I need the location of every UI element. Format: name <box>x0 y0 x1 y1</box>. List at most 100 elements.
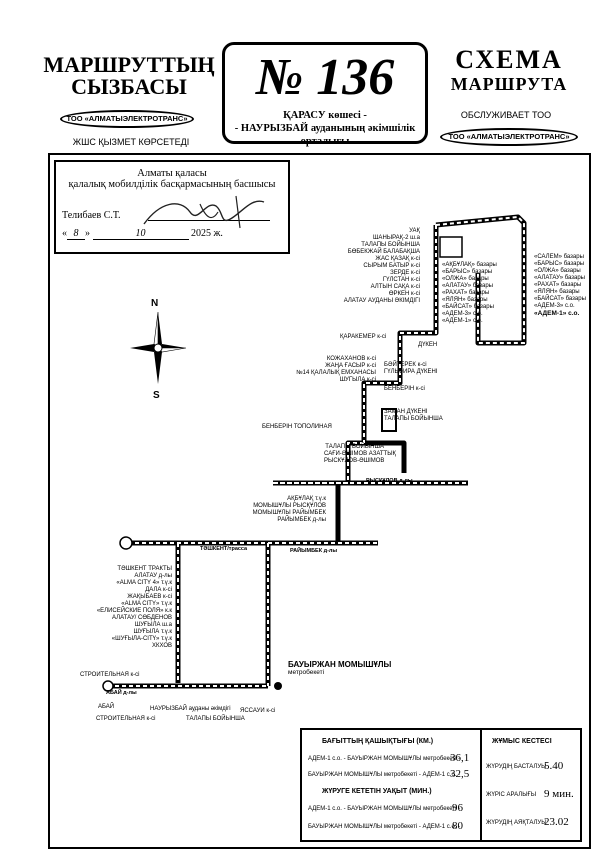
time-row-value: 96 <box>452 802 463 814</box>
time-title: ЖҮРУГЕ КЕТЕТІН УАҚЫТ (МИН.) <box>322 788 432 795</box>
stop-label: ТАЛАПЫ БОЙЫНША <box>325 444 384 450</box>
street-label: РЫСКҰЛОВ д-лы <box>366 478 413 484</box>
stop-label: «ОЛЖА» базары <box>534 268 581 274</box>
time-row-label: БАУЫРЖАН МОМЫШҰЛЫ метробекеті - АДЕМ-1 с… <box>308 824 461 830</box>
route-number: № 136 <box>255 49 395 106</box>
stops-left-list: ТӘШКЕНТ ТРАКТЫ АЛАТАУ д-лы «ALMA CITY 4»… <box>76 566 172 650</box>
stop-label: ЗЕРДЕ к-сі <box>390 270 420 276</box>
stop-label: ШУҒЫЛА ш.а <box>134 622 172 628</box>
route-info-box: БАҒЫТТЫҢ ҚАШЫҚТЫҒЫ (КМ.) АДЕМ-1 с.о. - Б… <box>300 728 582 842</box>
stop-label: ЖАҚЫБАЕВ к-сі <box>127 594 172 600</box>
stop-label: «БАРЫС» базары <box>534 261 585 267</box>
stop-label: ТАЛАПЫ БОЙЫНША <box>361 242 420 248</box>
approval-year: 2025 ж. <box>191 228 223 239</box>
stop-label: АЛАТАУ д-лы <box>134 573 172 579</box>
stops-center-bottom: АҚБҰЛАҚ т.ү.к МОМЫШҰЛЫ РЫСҚҰЛОВ МОМЫШҰЛЫ… <box>236 496 326 524</box>
route-map <box>102 214 527 692</box>
stop-label: «ЯЛЯН» базары <box>534 289 580 295</box>
stop-label: ДАЛА к-сі <box>145 587 172 593</box>
distance-row-label: БАУЫРЖАН МОМЫШҰЛЫ метробекеті - АДЕМ-1 с… <box>308 772 461 778</box>
distance-row-label: АДЕМ-1 с.о. - БАУЫРЖАН МОМЫШҰЛЫ метробек… <box>308 756 461 762</box>
serves-label-left: ЖШС ҚЫЗМЕТ КӨРСЕТЕДІ <box>72 137 190 147</box>
map-frame <box>48 153 591 849</box>
compass-south-label: S <box>153 390 160 401</box>
operator-badge-right: ТОО «АЛМАТЫЭЛЕКТРОТРАНС» <box>440 128 578 146</box>
signature-line <box>148 220 270 221</box>
stop-label: ТАЛАПЫ БОЙЫНША <box>186 716 245 722</box>
stop-label: «ALMA CITY 4» т.ү.к <box>116 580 172 586</box>
stop-label: АЛАТАУ АУДАНЫ ӘКІМДІГІ <box>343 298 420 304</box>
stop-label: «БАЙСАТ» базары <box>442 304 494 310</box>
stop-label: АҚБҰЛАҚ т.ү.к <box>287 496 326 502</box>
stop-label: ШАНЫРАҚ-2 ш.а <box>372 235 420 241</box>
stop-label: «АЛАТАУ» базары <box>442 283 493 289</box>
stop-label: КОЖАХАНОВ к-сі <box>326 356 376 362</box>
stops-mid-right: БӘЙТЕРЕК к-сі ГҮЛЬФИРА ДҮКЕНІ БЕНБЕРІН к… <box>384 362 443 423</box>
stop-label: МОМЫШҰЛЫ РАЙЫМБЕК <box>252 510 326 516</box>
stop-label: ӨРКЕН к-сі <box>388 291 420 297</box>
stop-label: ЗАМАН ДҮКЕНІ <box>384 409 428 415</box>
stops-right2-list: «АҚБҰЛАҚ» базары «БАРЫС» базары «ОЛЖА» б… <box>442 262 498 325</box>
stop-label: «ЕЛИСЕЙСКИЕ ПОЛЯ» к.к <box>96 608 172 614</box>
stop-label: БЕНБЕРІН ТОПОЛИНАЯ <box>262 424 332 430</box>
stop-label: №14 ҚАЛАЛЫҚ ЕМХАНАСЫ <box>296 370 376 376</box>
stop-label: ДҮКЕН <box>418 342 438 348</box>
stop-label: ГҮЛЬФИРА ДҮКЕНІ <box>384 369 438 375</box>
stop-label: ЖАС ҚАЗАҚ к-сі <box>375 256 420 262</box>
signature-mark <box>143 195 265 229</box>
stop-label: СЫРЫМ БАТЫР к-сі <box>363 263 420 269</box>
approval-day: 8 <box>67 228 85 240</box>
metro-label: БАУЫРЖАН МОМЫШҰЛЫ метробекеті <box>288 660 391 676</box>
stop-label: ХКХОВ <box>152 643 172 649</box>
stop-label: АБАЙ <box>98 704 115 710</box>
stop-label: БЕНБЕРІН к-сі <box>384 386 425 392</box>
stop-label: БӨБЕКЖАЙ БАЛАБАҚША <box>347 249 420 255</box>
schedule-row-value: 9 мин. <box>544 788 574 800</box>
route-name: ҚАРАСУ көшесі - - НАУРЫЗБАЙ ауданының әк… <box>225 109 425 148</box>
stops-mid-left: КОЖАХАНОВ к-сі ЖАҢА ҒАСЫР к-сі №14 ҚАЛАЛ… <box>296 356 376 384</box>
approval-signer: Телибаев С.Т. <box>62 210 121 221</box>
serves-label-right: ОБСЛУЖИВАЕТ ТОО <box>460 110 552 120</box>
stop-label: «РАХАТ» базары <box>534 282 582 288</box>
operator-badge-left: ТОО «АЛМАТЫЭЛЕКТРОТРАНС» <box>60 110 194 128</box>
stop-label: «РАХАТ» базары <box>442 290 490 296</box>
title-right-line2: МАРШРУТА <box>450 74 568 94</box>
approval-org-line1: Алматы қаласы <box>137 168 207 179</box>
stop-label: «АЛАТАУ» базары <box>534 275 585 281</box>
compass-north-label: N <box>151 298 159 309</box>
stop-label: НАУРЫЗБАЙ ауданы әкімдігі <box>150 706 231 712</box>
schedule-row-value: 23.02 <box>544 816 569 828</box>
stops-center-top: ТАЛАПЫ БОЙЫНША САҒИ-ӘШІМОВ АЗАТТЫҚ РЫСКҰ… <box>324 444 396 465</box>
stop-label: «АДЕМ-3» с.о. <box>534 303 575 309</box>
stop-label: УАҚ <box>409 228 420 234</box>
schedule-row-value: 5.40 <box>544 760 564 772</box>
metro-name: БАУЫРЖАН МОМЫШҰЛЫ <box>288 660 392 669</box>
distance-row-value: 36,1 <box>450 752 470 764</box>
stop-label: «ШУҒЫЛА-СІТҮ» т.ү.к <box>111 636 172 642</box>
route-number-box: № 136 ҚАРАСУ көшесі - - НАУРЫЗБАЙ ауданы… <box>222 42 428 147</box>
stops-right-list: «САЛЕМ» базары «БАРЫС» базары «ОЛЖА» баз… <box>534 254 586 317</box>
stop-label: «БАЙСАТ» базары <box>534 296 586 302</box>
route-name-line2: - НАУРЫЗБАЙ ауданының әкімшілік орталығы <box>234 123 416 147</box>
schedule-row-label: ЖҮРУДІҢ АЯҚТАЛУЫ <box>486 820 547 826</box>
schedule-title: ЖҰМЫС КЕСТЕСІ <box>492 738 552 745</box>
schedule-row-label: ЖҮРІС АРАЛЫҒЫ <box>486 792 537 798</box>
stop-label: «АДЕМ-1» с.о. <box>442 318 483 324</box>
route-name-line1: ҚАРАСУ көшесі - <box>283 110 367 121</box>
stop-label: АЛАТАУ/ СӨБДЕНОВ <box>112 615 172 621</box>
title-left-line1: МАРШРУТТЫҢ <box>43 52 215 77</box>
stop-label: «БАРЫС» базары <box>442 269 493 275</box>
stop-label: «ОЛЖА» базары <box>442 276 489 282</box>
stop-label: ЯССАУИ к-сі <box>240 708 276 714</box>
stop-label: «АДЕМ-3» с.о. <box>442 311 483 317</box>
stop-label: БӘЙТЕРЕК к-сі <box>384 362 427 368</box>
street-raiymbek: РАЙЫМБЕК д-лы <box>290 548 338 554</box>
title-route-scheme-ru: СХЕМА МАРШРУТА <box>436 47 582 96</box>
stop-label: «ALMA CITY» т.ү.к <box>121 601 172 607</box>
stop-label: «САЛЕМ» базары <box>534 254 584 260</box>
stop-label: ТАЛАПЫ БОЙЫНША <box>384 416 443 422</box>
stop-label: МОМЫШҰЛЫ РЫСҚҰЛОВ <box>253 503 326 509</box>
title-route-scheme-kz: МАРШРУТТЫҢ СЫЗБАСЫ <box>34 54 224 98</box>
time-row-label: АДЕМ-1 с.о. - БАУЫРЖАН МОМЫШҰЛЫ метробек… <box>308 806 461 812</box>
info-divider <box>480 730 482 840</box>
